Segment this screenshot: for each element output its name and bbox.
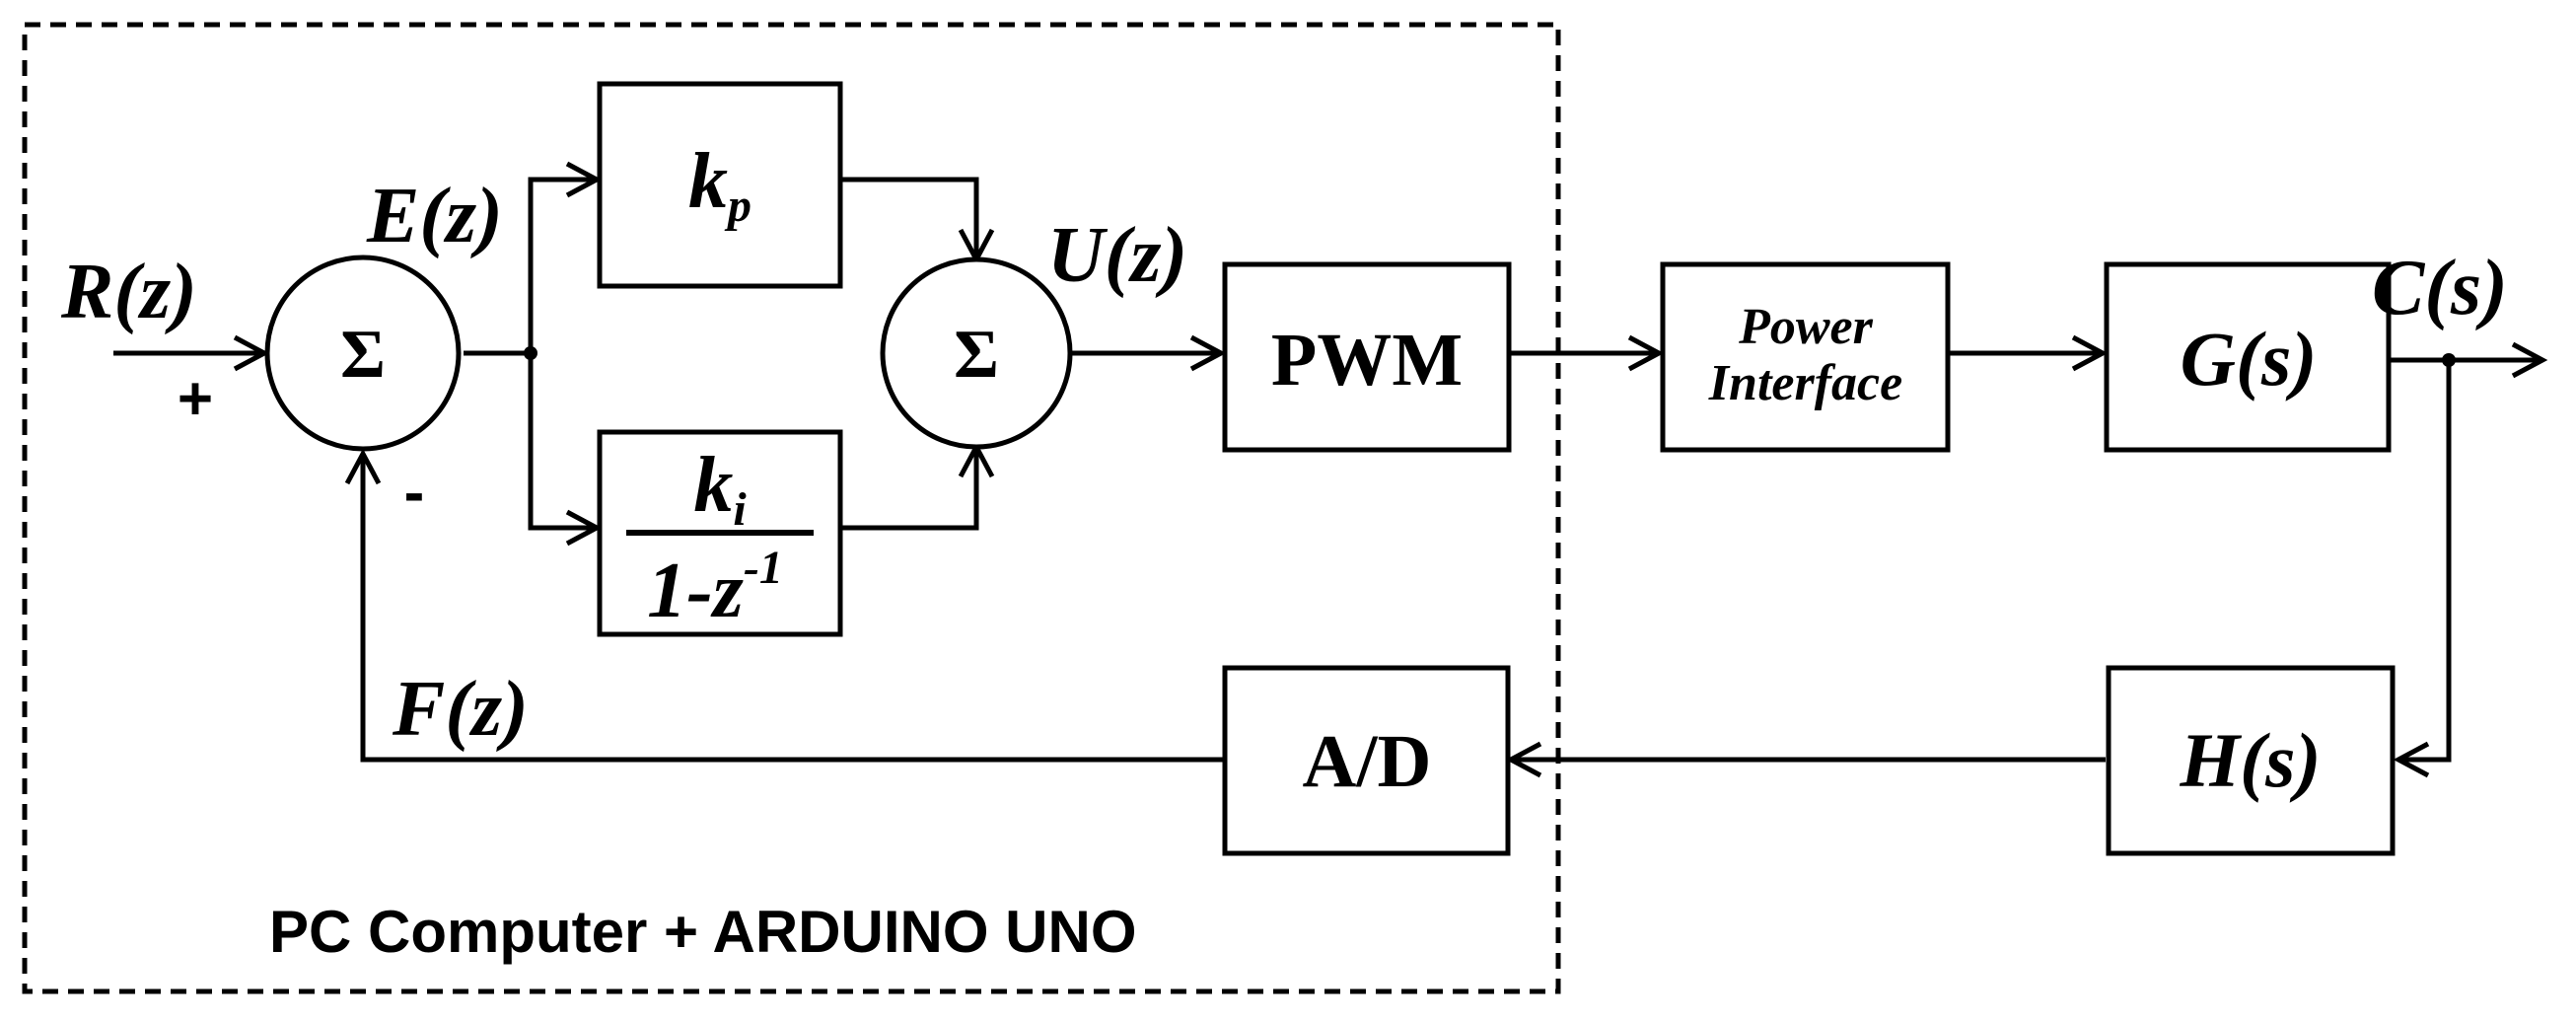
minus-sign: - [404,459,425,527]
ki-to-summer-wire [840,441,995,531]
output-label: C(s) [2372,245,2508,331]
ki-denominator: 1-z-1 [647,542,783,634]
power-interface-block [1660,261,1951,453]
power-interface-line1: Power [1738,299,1874,355]
error-to-kp-wire [528,161,603,353]
summer-2-symbol: Σ [954,317,999,393]
error-label: E(z) [366,173,503,259]
pwm-block [1222,261,1512,453]
kp-block [597,81,843,289]
plus-sign: + [178,365,213,433]
power-interface-line2: Interface [1708,355,1902,411]
output-to-sensor-wire [2393,360,2452,778]
boundary-label: PC Computer + ARDUINO UNO [269,899,1137,965]
kp-label: kp [688,138,751,232]
reference-label: R(z) [60,249,197,335]
plant-block [2104,261,2392,453]
adc-block [1222,665,1511,856]
plant-label: G(s) [2181,316,2318,402]
ki-numerator: ki [693,442,747,536]
pwm-label: PWM [1271,319,1463,402]
sensor-block [2106,665,2396,856]
summing-junction-1 [264,255,462,452]
sensor-label: H(s) [2180,717,2322,803]
error-to-ki-wire [528,353,603,547]
summer-1-symbol: Σ [340,317,386,393]
controller-boundary [22,22,1561,994]
feedback-label: F(z) [392,666,529,753]
adc-label: A/D [1303,720,1432,803]
feedback-wire [344,448,1223,763]
control-label: U(z) [1047,212,1187,299]
kp-to-summer-wire [840,177,995,265]
summing-junction-2 [880,256,1073,450]
